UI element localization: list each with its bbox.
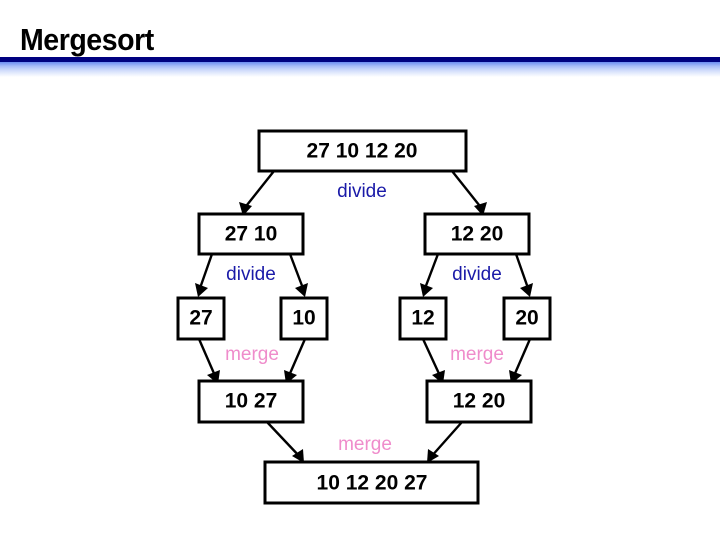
node-label-left-merged: 10 27 <box>225 390 278 413</box>
node-box-leaf-10[interactable]: 10 <box>279 296 329 341</box>
node-label-leaf-12: 12 <box>411 307 434 330</box>
node-box-root[interactable]: 27 10 12 20 <box>257 129 468 173</box>
edge-left-half-to-leaf-10 <box>288 253 308 297</box>
edge-leaf-12-to-right-merged <box>421 338 445 384</box>
edge-leaf-20-to-right-merged <box>509 338 532 384</box>
edge-root-to-left-half <box>239 170 275 216</box>
node-box-leaf-12[interactable]: 12 <box>398 296 448 341</box>
edge-leaf-27-to-left-merged <box>197 338 220 384</box>
divider-line <box>0 57 720 62</box>
title-divider <box>0 57 720 77</box>
operation-label-merge-right-3: merge <box>450 344 504 365</box>
node-box-left-merged[interactable]: 10 27 <box>197 379 305 424</box>
node-label-leaf-10: 10 <box>292 307 315 330</box>
node-box-right-half[interactable]: 12 20 <box>423 212 531 256</box>
operation-label-merge-final-4: merge <box>338 434 392 455</box>
node-box-right-merged[interactable]: 12 20 <box>425 379 533 424</box>
edge-left-half-to-leaf-27 <box>195 253 214 297</box>
node-label-leaf-27: 27 <box>189 307 212 330</box>
operation-label-merge-left-3: merge <box>225 344 279 365</box>
operation-label-divide-1: divide <box>337 181 387 202</box>
node-label-final: 10 12 20 27 <box>317 472 428 495</box>
node-label-root: 27 10 12 20 <box>307 140 418 163</box>
page-title: Mergesort <box>20 22 154 57</box>
operation-label-divide-left-2: divide <box>226 264 276 285</box>
divider-gradient <box>0 62 720 77</box>
edge-right-merged-to-final <box>427 421 463 463</box>
node-box-left-half[interactable]: 27 10 <box>197 212 305 256</box>
edge-right-half-to-leaf-20 <box>514 253 533 297</box>
operation-label-divide-right-2: divide <box>452 264 502 285</box>
node-box-final[interactable]: 10 12 20 27 <box>263 460 480 505</box>
edge-root-to-right-half <box>451 170 487 216</box>
edge-left-merged-to-final <box>266 421 304 463</box>
node-label-left-half: 27 10 <box>225 223 278 246</box>
edge-right-half-to-leaf-12 <box>420 253 440 297</box>
node-label-right-merged: 12 20 <box>453 390 506 413</box>
node-box-leaf-20[interactable]: 20 <box>502 296 552 341</box>
node-label-leaf-20: 20 <box>515 307 538 330</box>
edge-leaf-10-to-left-merged <box>284 338 307 384</box>
node-label-right-half: 12 20 <box>451 223 504 246</box>
node-box-leaf-27[interactable]: 27 <box>176 296 226 341</box>
